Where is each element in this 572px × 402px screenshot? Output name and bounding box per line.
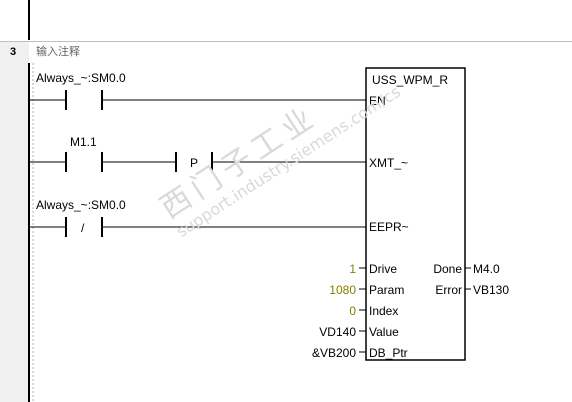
rung3-normally-closed-contact[interactable]: / [65, 217, 103, 237]
network-separator [0, 41, 572, 42]
pin-index: Index [369, 304, 398, 318]
rung3-contact-label[interactable]: Always_~:SM0.0 [36, 198, 126, 212]
network-comment[interactable]: 输入注释 [36, 44, 80, 58]
rung-xmt: M1.1 P [29, 135, 366, 172]
pin-db-ptr: DB_Ptr [369, 346, 408, 360]
operand-drive[interactable]: 1 [349, 262, 356, 276]
network-number[interactable]: 3 [10, 46, 16, 58]
pin-done: Done [433, 262, 462, 276]
nc-symbol: / [81, 221, 85, 235]
pin-drive: Drive [369, 262, 397, 276]
pulse-label: P [190, 156, 198, 170]
pin-eepr: EEPR~ [369, 220, 409, 234]
operand-error[interactable]: VB130 [473, 283, 509, 297]
network-gutter [0, 42, 29, 402]
pin-value: Value [369, 325, 399, 339]
rung-eepr: Always_~:SM0.0 / [29, 198, 366, 237]
operand-index[interactable]: 0 [349, 304, 356, 318]
block-frame [365, 67, 466, 361]
block-title: USS_WPM_R [372, 73, 448, 87]
rung2-contact-label[interactable]: M1.1 [70, 135, 97, 149]
pin-param: Param [369, 283, 404, 297]
rung1-contact-label[interactable]: Always_~:SM0.0 [36, 71, 126, 85]
rung-en: Always_~:SM0.0 [29, 71, 366, 110]
operand-db-ptr[interactable]: &VB200 [312, 346, 356, 360]
rung2-contact[interactable] [65, 152, 103, 172]
rung1-contact[interactable] [65, 90, 103, 110]
operand-value[interactable]: VD140 [319, 325, 356, 339]
positive-transition-contact[interactable]: P [175, 152, 213, 172]
pin-en: EN [369, 94, 386, 108]
operand-done[interactable]: M4.0 [473, 262, 500, 276]
pin-xmt: XMT_~ [369, 156, 408, 170]
uss-wpm-r-block[interactable]: USS_WPM_R EN XMT_~ EEPR~ Drive Param Ind… [365, 67, 466, 361]
pin-error: Error [435, 283, 462, 297]
operand-param[interactable]: 1080 [329, 283, 356, 297]
